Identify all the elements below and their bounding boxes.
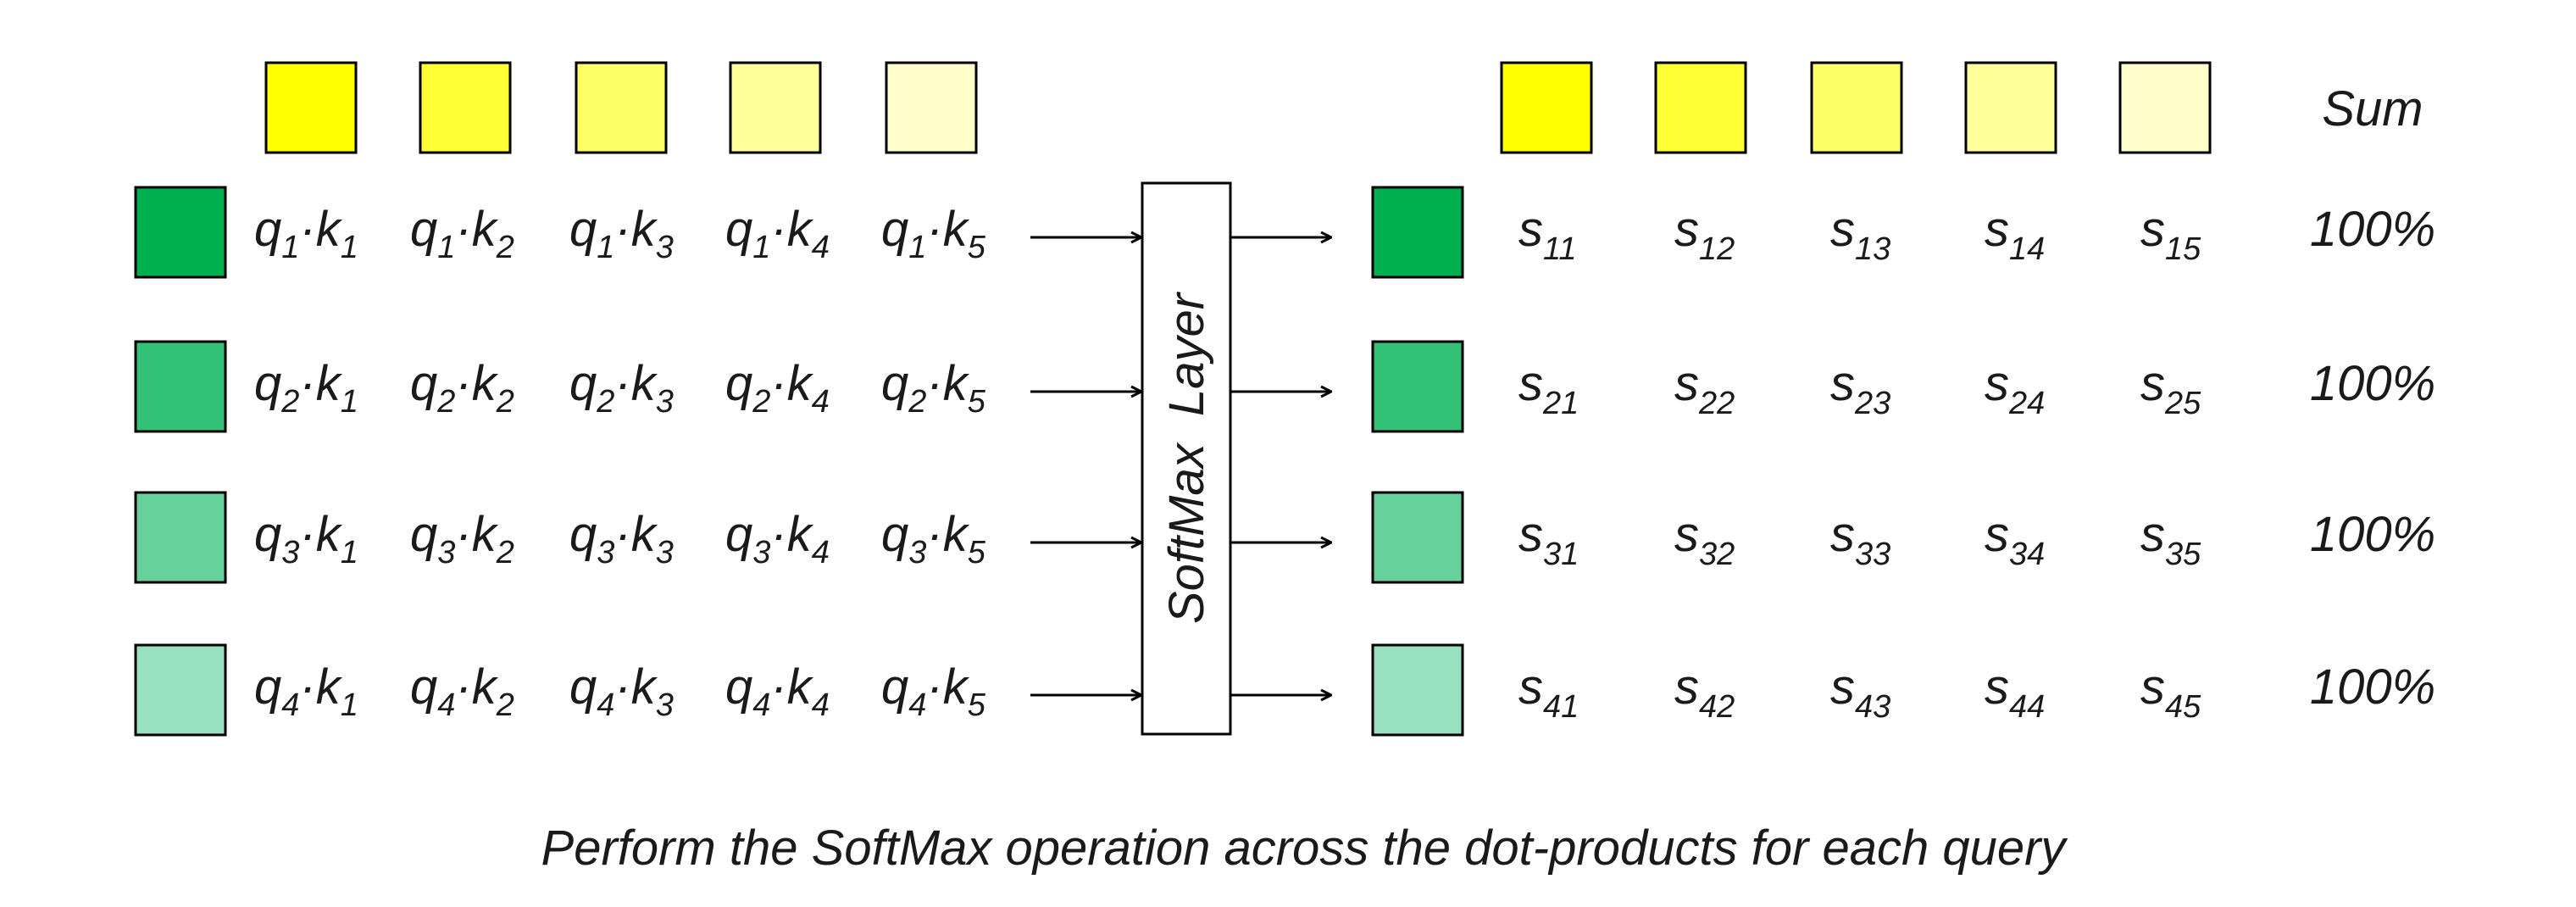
key-square-left-5 [885,61,978,154]
query-square-left-1 [134,186,227,279]
dot-product-q1-k3: q1·k3 [569,202,674,265]
dot-product-q3-k3: q3·k3 [569,507,674,570]
softmax-output-s32: s32 [1674,507,1735,572]
row-sum-3: 100% [2310,507,2435,562]
softmax-layer-box [1141,181,1232,736]
key-square-right-5 [2118,61,2212,154]
query-square-right-3 [1371,491,1464,584]
softmax-output-s33: s33 [1830,507,1890,572]
dot-product-q2-k1: q2·k1 [254,356,358,420]
softmax-output-s42: s42 [1674,659,1735,725]
dot-product-q4-k4: q4·k4 [725,659,830,723]
dot-product-q2-k3: q2·k3 [569,356,674,420]
softmax-output-s12: s12 [1674,202,1735,267]
dot-product-q2-k5: q2·k5 [881,356,986,420]
query-square-left-3 [134,491,227,584]
query-square-left-2 [134,340,227,433]
dot-product-q4-k3: q4·k3 [569,659,674,723]
dot-product-q1-k2: q1·k2 [410,202,514,265]
dot-product-q3-k5: q3·k5 [881,507,986,570]
softmax-output-s21: s21 [1518,356,1579,421]
row-sum-1: 100% [2310,202,2435,257]
softmax-output-s31: s31 [1518,507,1579,572]
dot-product-q4-k2: q4·k2 [410,659,514,723]
softmax-output-s24: s24 [1985,356,2045,421]
query-square-right-1 [1371,186,1464,279]
dot-product-q2-k4: q2·k4 [725,356,830,420]
key-square-left-3 [575,61,668,154]
dot-product-q1-k5: q1·k5 [881,202,986,265]
key-square-right-1 [1500,61,1593,154]
softmax-output-s23: s23 [1830,356,1890,421]
key-square-right-4 [1964,61,2057,154]
query-square-right-4 [1371,643,1464,737]
dot-product-q3-k2: q3·k2 [410,507,514,570]
key-square-left-4 [729,61,822,154]
sum-header: Sum [2322,81,2423,136]
softmax-output-s25: s25 [2140,356,2201,421]
dot-product-q4-k5: q4·k5 [881,659,986,723]
key-square-left-1 [264,61,358,154]
softmax-output-s15: s15 [2140,202,2201,267]
dot-product-q1-k4: q1·k4 [725,202,830,265]
key-square-left-2 [419,61,512,154]
softmax-output-s44: s44 [1985,659,2045,725]
softmax-output-s11: s11 [1518,202,1576,267]
softmax-output-s34: s34 [1985,507,2045,572]
softmax-output-s14: s14 [1985,202,2045,267]
key-square-right-3 [1810,61,1903,154]
softmax-output-s45: s45 [2140,659,2201,725]
dot-product-q3-k4: q3·k4 [725,507,830,570]
softmax-output-s43: s43 [1830,659,1890,725]
softmax-output-s13: s13 [1830,202,1890,267]
dot-product-q4-k1: q4·k1 [254,659,358,723]
softmax-output-s41: s41 [1518,659,1579,725]
row-sum-4: 100% [2310,659,2435,715]
dot-product-q2-k2: q2·k2 [410,356,514,420]
row-sum-2: 100% [2310,356,2435,411]
softmax-output-s35: s35 [2140,507,2201,572]
caption: Perform the SoftMax operation across the… [541,821,2068,876]
dot-product-q1-k1: q1·k1 [254,202,358,265]
dot-product-q3-k1: q3·k1 [254,507,358,570]
softmax-output-s22: s22 [1674,356,1735,421]
key-square-right-2 [1654,61,1747,154]
query-square-left-4 [134,643,227,737]
query-square-right-2 [1371,340,1464,433]
softmax-layer-label: SoftMax Layer [1159,291,1214,624]
